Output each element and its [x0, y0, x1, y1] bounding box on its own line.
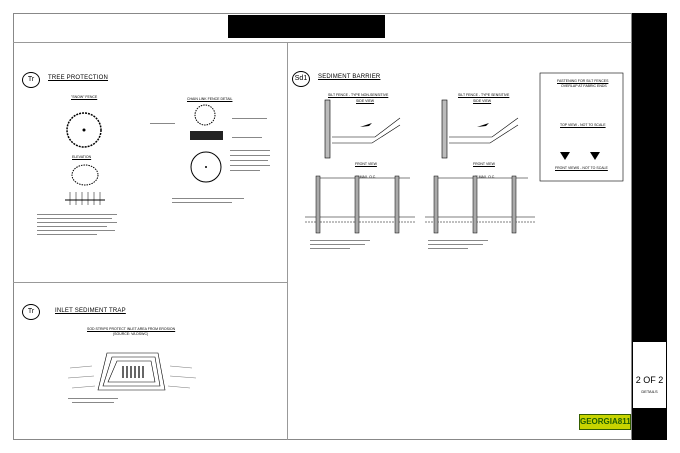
left-panel-divider	[13, 282, 287, 283]
sheet-title: DETAILS	[641, 389, 658, 394]
fastening-title: FASTENING FOR SILT FENCES	[557, 79, 609, 83]
fastening-subtitle: OVERLAP AT FABRIC ENDS	[561, 84, 607, 88]
snow-fence-label: "SNOW" FENCE	[71, 95, 98, 99]
spacing-label: 6' MAX. O.C.	[356, 175, 377, 179]
sheet-number-box: 2 OF 2 DETAILS	[633, 342, 666, 408]
section-title: TREE PROTECTION	[48, 75, 109, 81]
sheet-number: 2 OF 2	[635, 375, 664, 385]
georgia811-logo: GEORGIA811	[579, 414, 631, 430]
front-view-label: FRONT VIEW	[473, 162, 495, 166]
front-views-label: FRONT VIEWS - NOT TO SCALE	[555, 166, 608, 170]
inlet-caption: SOD STRIPS PROTECT INLET AREA FROM EROSI…	[87, 327, 176, 331]
detail-badge: Tr	[22, 304, 40, 320]
detail-badge: Sd1	[292, 71, 310, 87]
detail-badge: Tr	[22, 72, 40, 88]
non-sensitive-label: SILT FENCE - TYPE NON-SENSITIVE	[328, 93, 389, 97]
section-title: SEDIMENT BARRIER	[318, 74, 381, 80]
top-view-label: TOP VIEW - NOT TO SCALE	[560, 123, 606, 127]
chain-link-label: CHAIN LINK FENCE DETAIL	[187, 97, 233, 101]
elevation-label: ELEVATION	[72, 155, 92, 159]
header-divider	[13, 42, 632, 43]
side-view-label: SIDE VIEW	[473, 99, 492, 103]
sensitive-label: SILT FENCE - TYPE SENSITIVE	[458, 93, 510, 97]
front-view-label: FRONT VIEW	[355, 162, 377, 166]
panel-divider	[287, 42, 288, 440]
section-title: INLET SEDIMENT TRAP	[55, 308, 126, 314]
side-view-label: SIDE VIEW	[356, 99, 375, 103]
title-bar-redacted	[228, 15, 385, 38]
spacing-label: 6' MAX. O.C.	[475, 175, 496, 179]
drawing-sheet	[13, 13, 632, 440]
inlet-source: (SOURCE: VA DSWC)	[113, 332, 149, 336]
